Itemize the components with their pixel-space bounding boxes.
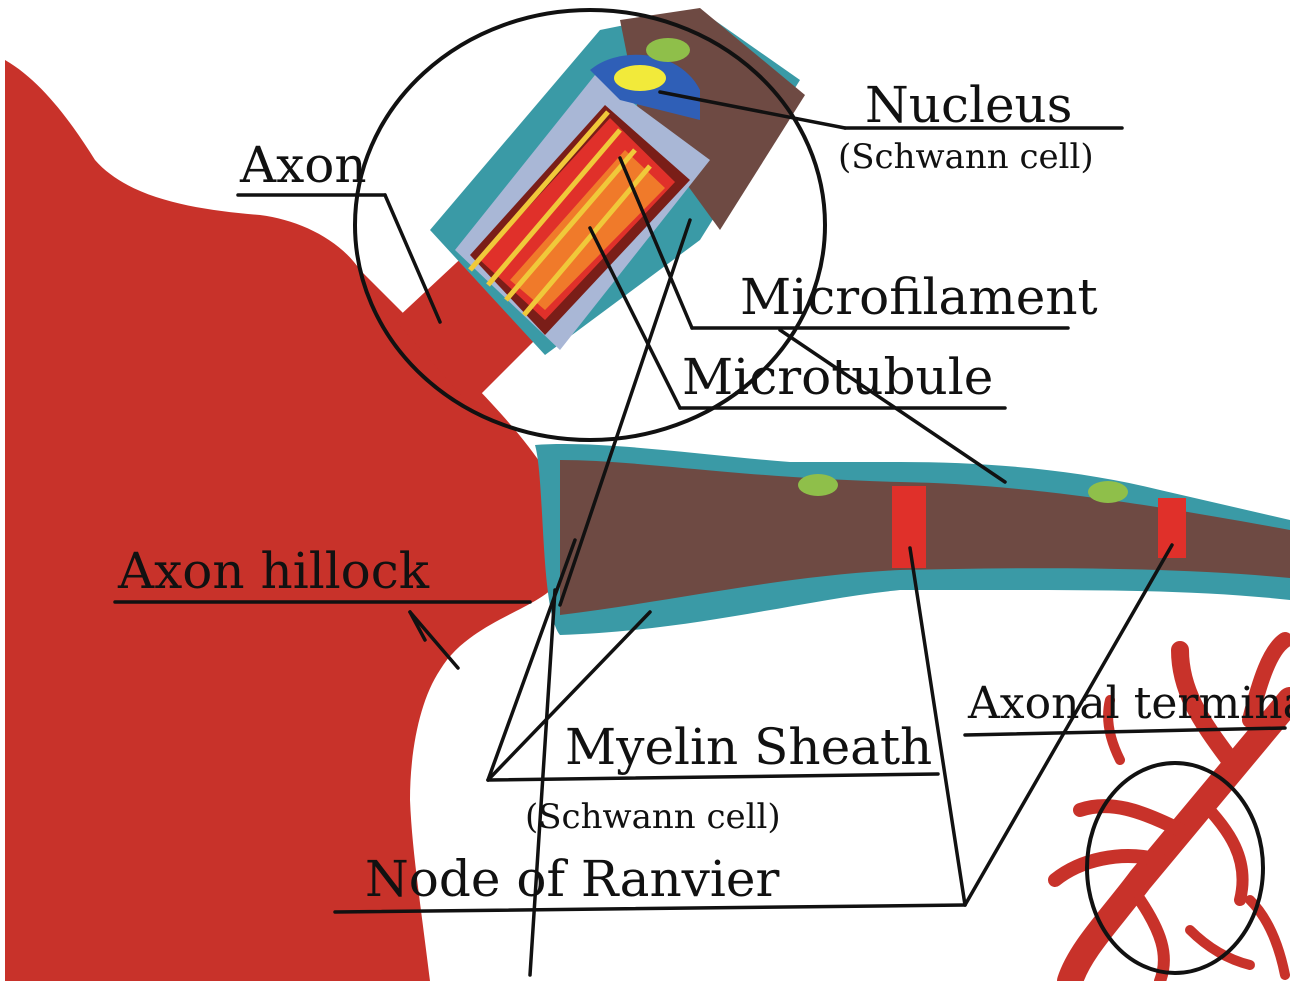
myelin-note-label: (Schwann cell): [525, 800, 781, 834]
nucleus-label: Nucleus: [865, 80, 1072, 130]
node-of-ranvier-2: [1158, 498, 1186, 558]
node-of-ranvier-1: [892, 486, 926, 568]
axonal-terminal-label: Axonal terminal: [968, 682, 1290, 726]
axon-hillock-label: Axon hillock: [118, 546, 429, 596]
microfilament-label: Microfilament: [740, 272, 1098, 322]
microtubule-label: Microtubule: [682, 352, 993, 402]
node-of-ranvier-label: Node of Ranvier: [365, 854, 779, 904]
schwann-nucleus-2: [1088, 481, 1128, 503]
schwann-nucleus-zoom: [614, 65, 666, 91]
myelin-sheath-label: Myelin Sheath: [565, 722, 932, 772]
schwann-nucleus-1: [798, 474, 838, 496]
nucleus-note-label: (Schwann cell): [838, 140, 1094, 174]
axon-label: Axon: [240, 140, 367, 190]
